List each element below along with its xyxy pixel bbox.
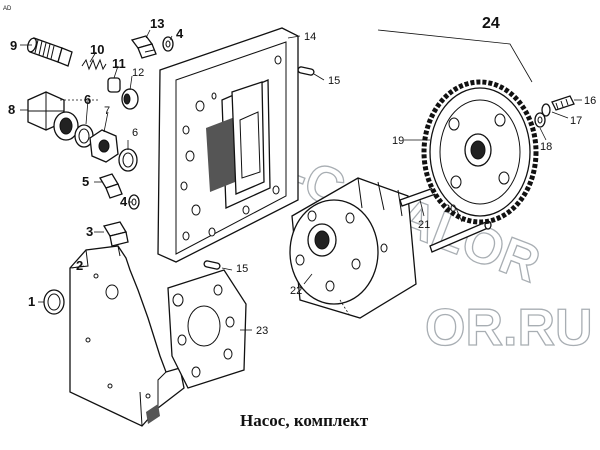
callout-23: 23 xyxy=(256,325,268,337)
callout-15-upper: 15 xyxy=(328,75,340,87)
callout-13: 13 xyxy=(150,16,164,31)
part-16-bolt xyxy=(551,95,575,111)
callout-24: 24 xyxy=(482,15,500,32)
callout-4-lower: 4 xyxy=(120,194,128,209)
part-17-lockwasher xyxy=(541,103,551,117)
part-15-pin-upper xyxy=(297,66,315,76)
part-8-nut xyxy=(27,91,79,141)
part-4-washer-top xyxy=(162,36,174,52)
diagram-caption: Насос, комплект xyxy=(240,411,369,430)
callout-8: 8 xyxy=(8,102,15,117)
part-23-gasket xyxy=(167,269,247,389)
part-12-bushing xyxy=(121,88,139,110)
part-7-hex-nut xyxy=(89,129,119,163)
leader-lines xyxy=(20,29,582,331)
callout-7: 7 xyxy=(104,105,110,117)
callout-4-top: 4 xyxy=(176,26,184,41)
part-2-bracket xyxy=(69,245,185,427)
callout-21: 21 xyxy=(418,219,430,231)
part-14-housing xyxy=(157,27,299,263)
callouts: 9 10 11 12 13 4 8 6 7 6 5 4 3 2 1 14 15 … xyxy=(8,15,596,337)
group-24-indicator xyxy=(377,29,533,83)
callout-9: 9 xyxy=(10,38,17,53)
callout-5: 5 xyxy=(82,174,89,189)
part-6-ring-right xyxy=(118,148,138,172)
part-5-bolt xyxy=(99,173,123,199)
part-9-screw xyxy=(26,37,73,67)
callout-22: 22 xyxy=(290,285,302,297)
callout-20: 20 xyxy=(444,203,456,215)
callout-16: 16 xyxy=(584,95,596,107)
callout-17: 17 xyxy=(570,115,582,127)
part-22-pump-body xyxy=(289,177,417,319)
part-20-stud xyxy=(429,220,492,253)
callout-15-lower: 15 xyxy=(236,263,248,275)
callout-19: 19 xyxy=(392,135,404,147)
part-18-washer xyxy=(534,112,546,128)
callout-2: 2 xyxy=(76,258,83,273)
part-11-sleeve xyxy=(107,77,121,93)
callout-10: 10 xyxy=(90,42,104,57)
callout-14: 14 xyxy=(304,31,316,43)
watermark-bottom: OR.RU xyxy=(425,299,593,357)
corner-mark: AD xyxy=(3,6,12,12)
callout-18: 18 xyxy=(540,141,552,153)
part-13-bolt xyxy=(130,35,157,59)
callout-6-left: 6 xyxy=(84,92,91,107)
part-1-ring xyxy=(43,289,65,315)
callout-3: 3 xyxy=(86,224,93,239)
part-15-pin-lower xyxy=(203,260,221,270)
part-10-spring xyxy=(81,58,107,71)
part-3-plug xyxy=(102,221,129,247)
part-19-gear xyxy=(421,79,539,225)
callout-11: 11 xyxy=(112,56,126,71)
callout-1: 1 xyxy=(28,294,35,309)
callout-12: 12 xyxy=(132,67,144,79)
callout-6-right: 6 xyxy=(132,127,138,139)
